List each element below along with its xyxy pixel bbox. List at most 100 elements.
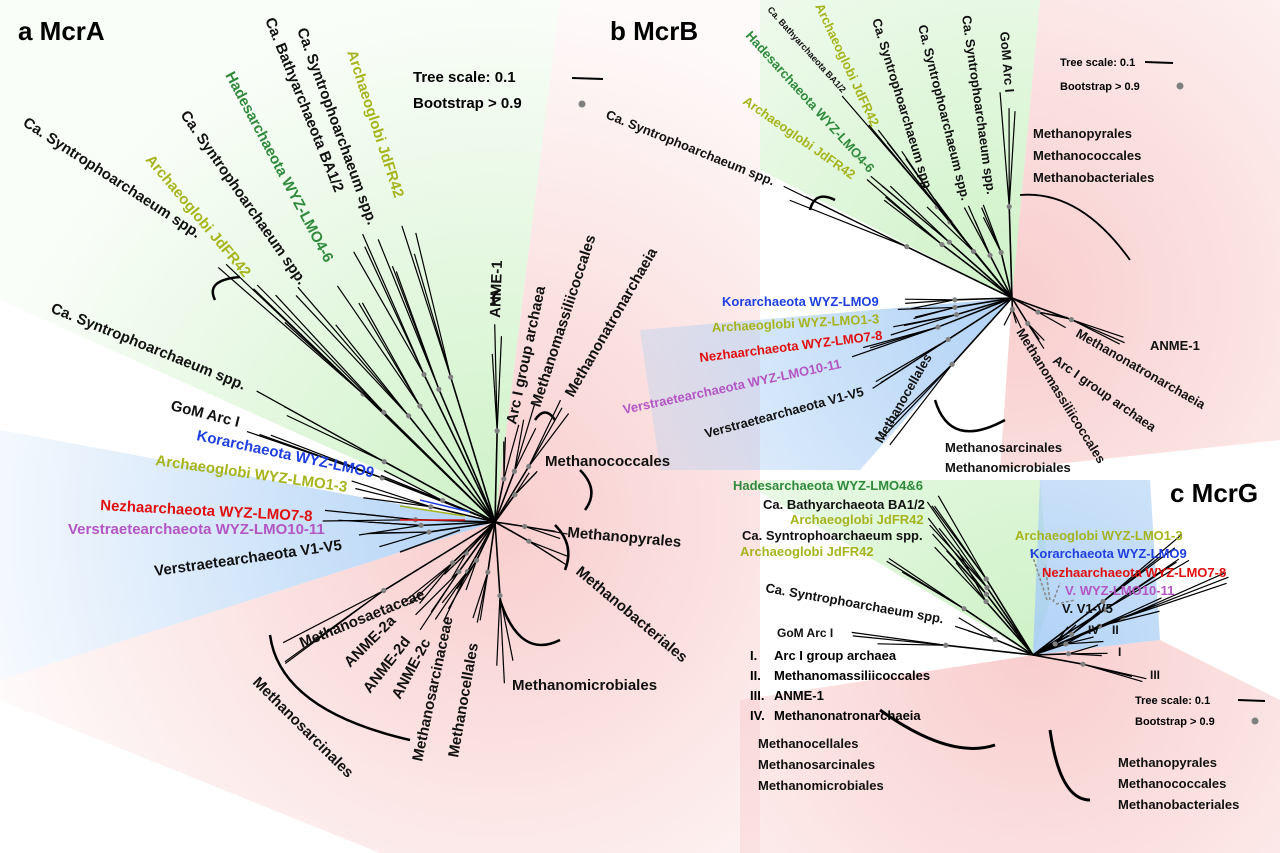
branch [877, 643, 946, 646]
branch [1099, 597, 1162, 627]
branch [1027, 323, 1045, 341]
branch [419, 562, 454, 604]
branch [524, 525, 561, 540]
bootstrap-node [456, 569, 462, 575]
bootstrap-node [450, 560, 456, 566]
branch [363, 497, 431, 508]
taxon-label: ANME-1 [487, 260, 506, 318]
branch [443, 552, 467, 575]
clade-bracket [1048, 729, 1091, 802]
branch [419, 571, 460, 631]
branch [972, 250, 1013, 299]
taxon-label: Methanomicrobiales [758, 778, 884, 793]
branch [270, 434, 383, 479]
branch [361, 302, 421, 407]
branch [1037, 311, 1066, 329]
bootstrap-node [497, 592, 503, 599]
clade-key-numeral: II. [750, 668, 761, 683]
clade-key-numeral: I. [750, 648, 757, 663]
branch [1068, 644, 1099, 655]
clade-key-name: Methanonatronarchaeia [774, 708, 921, 723]
branch [1099, 604, 1156, 627]
branch [947, 297, 1013, 341]
branch [408, 562, 454, 605]
branch [906, 245, 1013, 299]
bootstrap-node [512, 492, 518, 498]
branch [985, 600, 1034, 656]
branch [963, 207, 991, 256]
bootstrap-node [448, 374, 454, 380]
branch [494, 324, 498, 431]
branch [897, 306, 956, 310]
branch [383, 470, 443, 502]
branch [926, 206, 974, 252]
branch [901, 150, 951, 223]
dashed-link [1044, 564, 1051, 601]
bootstrap-node [381, 409, 387, 415]
branch [494, 521, 530, 542]
branch [451, 552, 467, 579]
bootstrap-node [983, 576, 989, 582]
taxon-label: Ca. Syntrophoarchaeum spp. [742, 528, 923, 543]
branch [423, 374, 496, 523]
branch [1071, 319, 1124, 338]
tree-scale-label: Tree scale: 0.1 [1060, 57, 1135, 69]
branch [999, 92, 1010, 207]
taxon-label: Methanococcales [1118, 776, 1226, 791]
clade-bracket [933, 399, 1006, 433]
branch [335, 324, 410, 417]
branch [882, 363, 953, 438]
branch [852, 635, 946, 646]
pointer-arrow [399, 529, 461, 553]
branch [380, 474, 443, 502]
taxon-label: Hadesarchaeota WYZ-LMO4&6 [733, 478, 923, 493]
branch [415, 232, 452, 378]
branch [1054, 626, 1069, 645]
branch [415, 571, 460, 616]
taxon-label: GoM Arc I [777, 626, 833, 640]
branch [514, 472, 530, 496]
branch [441, 571, 468, 604]
bootstrap-node [522, 523, 528, 530]
branch [407, 415, 496, 523]
branch [494, 494, 516, 523]
taxon-label: IV [1088, 623, 1099, 637]
dashed-link [1055, 599, 1076, 605]
clade-bracket [268, 634, 411, 742]
branch [513, 419, 525, 472]
branch [383, 460, 496, 523]
branch [927, 517, 987, 595]
branch [1008, 206, 1013, 299]
bootstrap-node [428, 504, 434, 510]
branch [958, 617, 996, 640]
branch [503, 424, 520, 480]
branch [889, 363, 953, 446]
taxon-label: Methanocellales [758, 736, 858, 751]
branch [1032, 643, 1067, 656]
bootstrap-node [421, 371, 427, 378]
a-blue-shading [0, 430, 495, 680]
clade-bracket [211, 275, 241, 301]
clade-key-numeral: III. [750, 688, 764, 703]
branch [491, 353, 498, 431]
taxon-label: Archaeoglobi WYZ-LMO1-3 [1015, 528, 1183, 543]
branch [494, 521, 525, 528]
branch [286, 414, 385, 463]
branch [1027, 323, 1045, 349]
taxon-label: Ca. Bathyarchaeota BA1/2 [763, 497, 925, 512]
bootstrap-label: Bootstrap > 0.9 [1060, 81, 1140, 93]
bootstrap-node [1025, 320, 1031, 327]
branch [1054, 624, 1077, 645]
branch [1082, 663, 1143, 683]
bootstrap-node [952, 297, 958, 303]
branch [789, 199, 907, 248]
bootstrap-node [983, 598, 989, 605]
branch [888, 557, 965, 610]
c-red-shading [740, 640, 1280, 853]
bootstrap-node [473, 557, 480, 563]
branch [528, 399, 562, 467]
taxon-label: Methanococcales [545, 453, 670, 470]
bootstrap-node [939, 241, 945, 248]
bootstrap-node [426, 529, 432, 535]
branch [1071, 319, 1120, 345]
